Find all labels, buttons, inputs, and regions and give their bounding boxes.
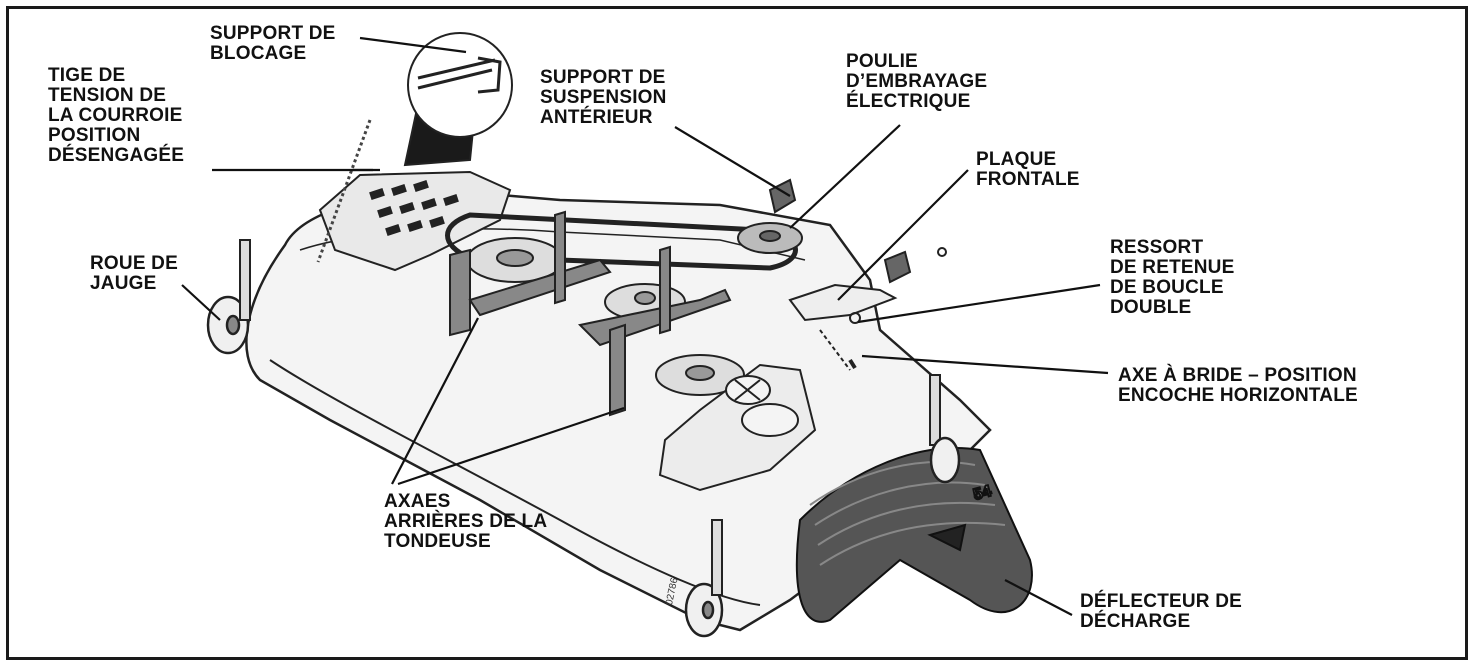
label-support-blocage: SUPPORT DE BLOCAGE bbox=[210, 23, 336, 64]
label-plaque-frontale: PLAQUE FRONTALE bbox=[976, 149, 1080, 190]
suspension-arms bbox=[449, 210, 732, 417]
deck-size-badge: 54 bbox=[972, 483, 994, 504]
label-axes-arrieres: AXAES ARRIÈRES DE LA TONDEUSE bbox=[384, 491, 548, 552]
label-roue-jauge: ROUE DE JAUGE bbox=[90, 253, 178, 294]
label-ressort-retenue: RESSORT DE RETENUE DE BOUCLE DOUBLE bbox=[1110, 237, 1235, 318]
spindle-cover-right bbox=[658, 363, 817, 492]
discharge-deflector: 54 bbox=[795, 447, 1033, 623]
support-blocage-detail bbox=[403, 32, 513, 167]
label-deflecteur: DÉFLECTEUR DE DÉCHARGE bbox=[1080, 591, 1242, 632]
label-poulie-embrayage: POULIE D’EMBRAYAGE ÉLECTRIQUE bbox=[846, 51, 988, 112]
label-tige-tension: TIGE DE TENSION DE LA COURROIE POSITION … bbox=[48, 65, 185, 166]
leader-lines bbox=[181, 36, 1109, 616]
label-support-suspension: SUPPORT DE SUSPENSION ANTÉRIEUR bbox=[540, 67, 667, 128]
belt-tension-rod bbox=[316, 119, 372, 263]
gauge-wheels bbox=[206, 239, 961, 638]
belt-cover-left bbox=[318, 170, 512, 272]
label-axe-bride: AXE À BRIDE – POSITION ENCOCHE HORIZONTA… bbox=[1118, 365, 1358, 406]
